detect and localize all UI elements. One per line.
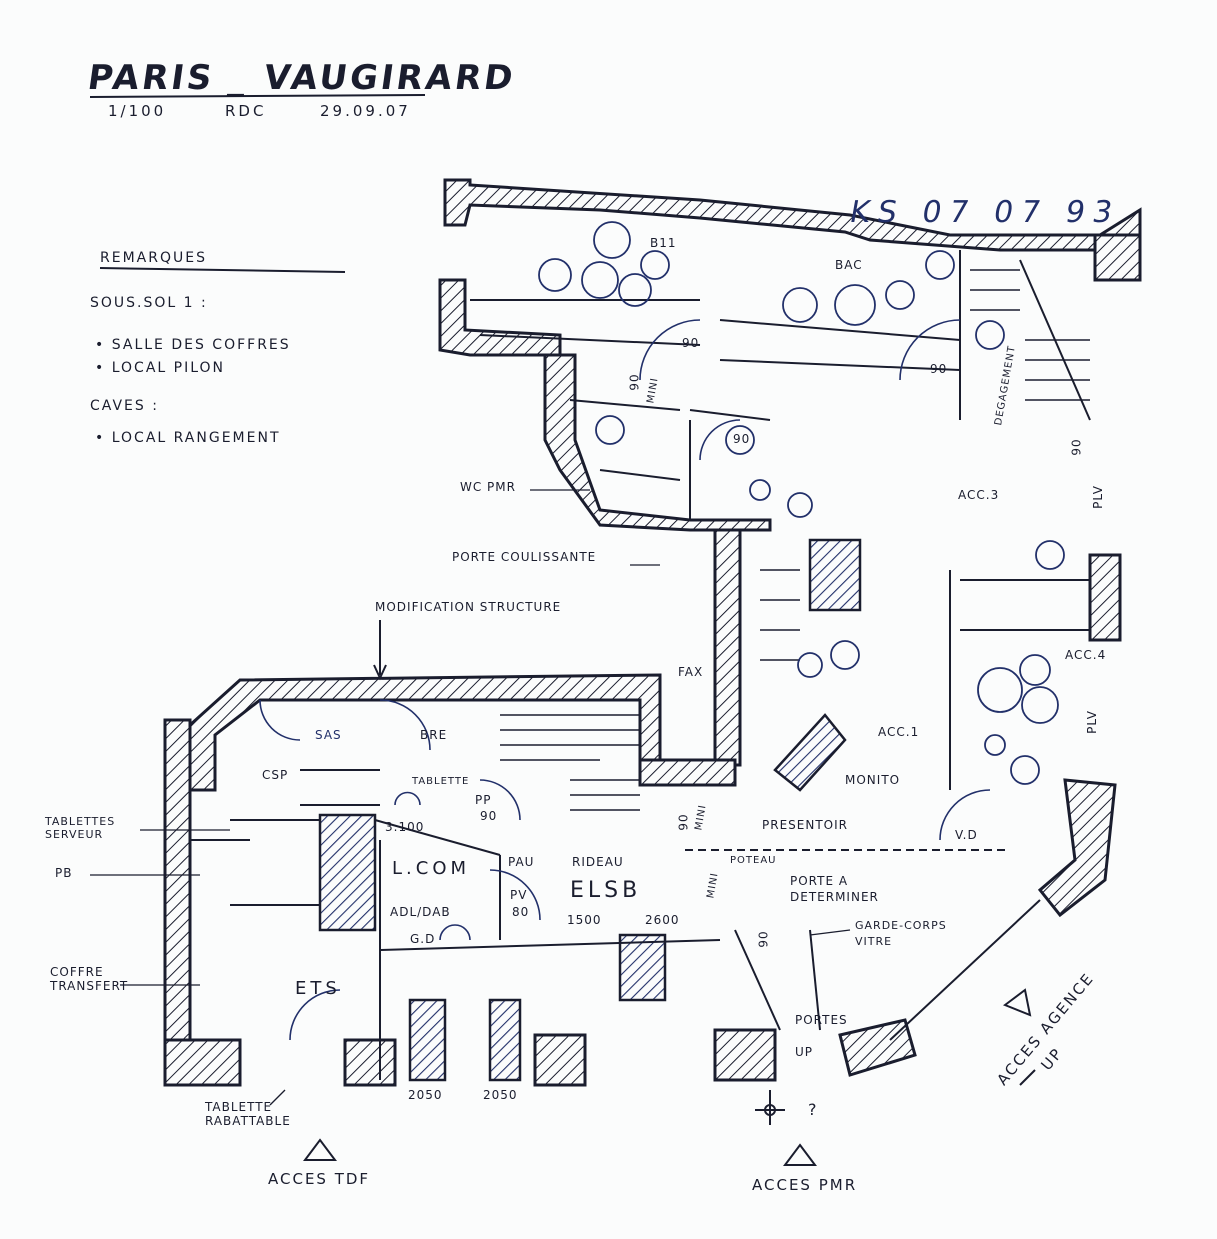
label-pv-width: 80 bbox=[512, 905, 530, 919]
plan-level: RDC bbox=[225, 102, 267, 120]
remarks-item: • SALLE DES COFFRES bbox=[95, 337, 291, 353]
label-vd: V.D bbox=[955, 828, 978, 842]
label-pp: PP bbox=[475, 793, 492, 807]
door-swings bbox=[259, 319, 991, 1041]
plan-scale: 1/100 bbox=[108, 102, 167, 120]
label-acc3: ACC.3 bbox=[958, 488, 1000, 502]
label-dim-2050-b: 2050 bbox=[483, 1088, 518, 1102]
label-monito: MONITO bbox=[845, 773, 901, 787]
label-rideau: RIDEAU bbox=[572, 855, 624, 869]
columns bbox=[318, 538, 862, 1082]
label-presentoir: PRESENTOIR bbox=[762, 818, 848, 832]
label-sas: SAS bbox=[315, 728, 342, 742]
label-adl-dab: ADL/DAB bbox=[390, 905, 451, 919]
label-gd: G.D bbox=[410, 932, 436, 946]
remarks-item-text: LOCAL RANGEMENT bbox=[111, 430, 281, 446]
label-access-pmr: ACCES PMR bbox=[752, 1176, 858, 1194]
stair-treads bbox=[500, 269, 1090, 811]
plan-date: 29.09.07 bbox=[320, 102, 411, 120]
label-poteau: POTEAU bbox=[730, 855, 777, 866]
label-ets: ETS bbox=[295, 978, 341, 999]
label-question: ? bbox=[808, 1100, 818, 1119]
label-wc-pmr: WC PMR bbox=[460, 480, 516, 494]
structural-walls bbox=[163, 178, 1142, 1087]
remarks-heading: REMARQUES bbox=[100, 250, 207, 266]
chairs bbox=[538, 221, 1065, 785]
label-csp: CSP bbox=[262, 768, 289, 782]
label-dim-90-e: 90 bbox=[1069, 438, 1084, 456]
label-tablette-rabattable: TABLETTE RABATTABLE bbox=[205, 1100, 291, 1128]
label-tablettes-serveur: TABLETTES SERVEUR bbox=[45, 815, 116, 841]
label-pau: PAU bbox=[508, 855, 535, 869]
leader-lines bbox=[90, 489, 851, 1106]
label-pv: PV bbox=[510, 888, 528, 902]
access-arrows bbox=[303, 620, 1036, 1166]
label-coffre-transfert: COFFRE TRANSFERT bbox=[50, 965, 129, 993]
label-elsb: ELSB bbox=[570, 878, 642, 903]
label-up-small: UP bbox=[795, 1045, 814, 1059]
label-dim-2050-a: 2050 bbox=[408, 1088, 443, 1102]
title-underline bbox=[89, 94, 426, 273]
label-dim-90-c: 90 bbox=[733, 432, 751, 446]
remarks-item: • LOCAL RANGEMENT bbox=[95, 430, 281, 446]
label-dim-90-d: 90 bbox=[627, 373, 642, 391]
label-dim-90-g: 90 bbox=[756, 930, 771, 948]
label-access-tdf: ACCES TDF bbox=[268, 1170, 371, 1188]
label-modification-structure: MODIFICATION STRUCTURE bbox=[375, 600, 562, 614]
label-plv-b: PLV bbox=[1084, 710, 1099, 734]
label-dim-90-a: 90 bbox=[682, 336, 700, 350]
label-dim-2600: 2600 bbox=[645, 913, 680, 927]
label-portes: PORTES bbox=[795, 1013, 848, 1027]
label-b11: B11 bbox=[650, 236, 677, 250]
remarks-item-text: SALLE DES COFFRES bbox=[111, 337, 291, 353]
remarks-item-text: LOCAL PILON bbox=[111, 360, 226, 376]
remarks-item: SOUS.SOL 1 : bbox=[90, 295, 208, 311]
plan-title: PARIS _ VAUGIRARD bbox=[85, 58, 519, 98]
label-dim-1500: 1500 bbox=[567, 913, 602, 927]
plan-reference: KS 07 07 93 bbox=[846, 195, 1123, 230]
label-pp-width: 90 bbox=[480, 809, 498, 823]
label-bac: BAC bbox=[835, 258, 863, 272]
label-acc1: ACC.1 bbox=[878, 725, 920, 739]
label-pb: PB bbox=[55, 866, 73, 880]
label-dim-90-f: 90 bbox=[676, 813, 691, 831]
label-dim-90-b: 90 bbox=[930, 362, 948, 376]
label-tablette: TABLETTE bbox=[412, 776, 470, 787]
remarks-item: CAVES : bbox=[90, 398, 159, 414]
label-acc4: ACC.4 bbox=[1065, 648, 1107, 662]
label-plv-a: PLV bbox=[1090, 485, 1105, 509]
label-garde-corps: GARDE-CORPS VITRE bbox=[855, 919, 947, 948]
remarks-item: • LOCAL PILON bbox=[95, 360, 226, 376]
label-porte-coulissante: PORTE COULISSANTE bbox=[452, 550, 597, 564]
label-porte-a-determiner: PORTE A DETERMINER bbox=[790, 874, 879, 904]
label-dim-3100: 3.100 bbox=[385, 820, 425, 834]
label-l-com: L.COM bbox=[392, 858, 471, 879]
label-bre: BRE bbox=[420, 728, 448, 742]
partitions bbox=[190, 250, 1091, 1080]
label-fax: FAX bbox=[678, 665, 704, 679]
